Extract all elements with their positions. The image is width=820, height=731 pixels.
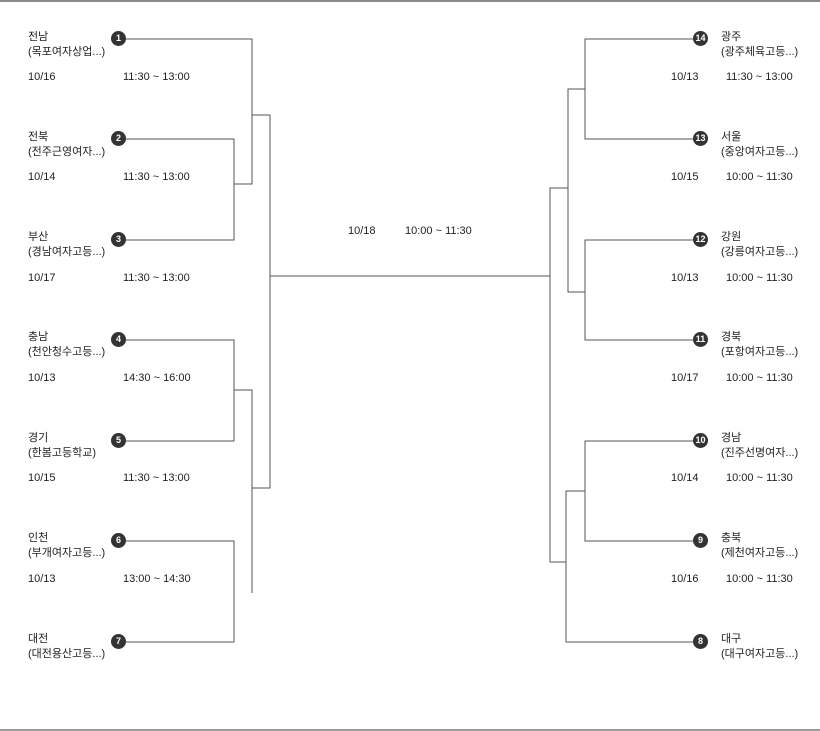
team-school: (전주근영여자...) (28, 146, 106, 158)
bottom-border (0, 729, 820, 731)
team-region: 경남 (721, 432, 742, 444)
match-time: 11:30 ~ 13:00 (123, 171, 190, 183)
seed-badge: 6 (111, 533, 126, 548)
team-entry: 대구 (대구여자고등...) (721, 632, 798, 662)
seed-badge: 10 (693, 433, 708, 448)
bracket-line (584, 38, 693, 140)
bracket-line (126, 339, 235, 442)
bracket-line (252, 114, 271, 489)
team-region: 충북 (721, 532, 742, 544)
team-entry: 전북 (전주근영여자...) (28, 130, 105, 160)
match-date: 10/17 (28, 272, 56, 284)
match-date: 10/14 (671, 472, 699, 484)
seed-badge: 2 (111, 131, 126, 146)
seed-badge: 8 (693, 634, 708, 649)
seed-badge: 3 (111, 232, 126, 247)
final-date: 10/18 (348, 225, 376, 237)
match-time: 11:30 ~ 13:00 (123, 272, 190, 284)
match-date: 10/17 (671, 372, 699, 384)
team-region: 전남 (28, 31, 49, 43)
team-school: (대전용산고등...) (28, 648, 106, 660)
match-date: 10/13 (28, 372, 56, 384)
team-entry: 인천 (부개여자고등...) (28, 531, 105, 561)
match-time: 11:30 ~ 13:00 (123, 472, 190, 484)
team-school: (천안청수고등...) (28, 346, 106, 358)
team-region: 강원 (721, 231, 742, 243)
bracket-line (584, 440, 693, 542)
team-entry: 서울 (중앙여자고등...) (721, 130, 798, 160)
team-region: 광주 (721, 31, 742, 43)
team-entry: 강원 (강릉여자고등...) (721, 230, 798, 260)
match-date: 10/15 (671, 171, 699, 183)
team-region: 경기 (28, 432, 49, 444)
bracket-line (567, 88, 585, 293)
bracket-line (234, 389, 253, 593)
match-time: 14:30 ~ 16:00 (123, 372, 191, 384)
team-region: 서울 (721, 131, 742, 143)
match-date: 10/13 (671, 272, 699, 284)
team-school: (진주선명여자...) (721, 447, 799, 459)
match-time: 11:30 ~ 13:00 (726, 71, 793, 83)
team-entry: 충북 (제천여자고등...) (721, 531, 798, 561)
team-region: 전북 (28, 131, 49, 143)
bracket-line (126, 138, 235, 241)
team-entry: 충남 (천안청수고등...) (28, 330, 105, 360)
seed-badge: 13 (693, 131, 708, 146)
team-entry: 경북 (포항여자고등...) (721, 330, 798, 360)
team-school: (목포여자상업...) (28, 46, 106, 58)
team-entry: 경기 (한봄고등학교) (28, 431, 96, 461)
team-school: (포항여자고등...) (721, 346, 799, 358)
seed-badge: 12 (693, 232, 708, 247)
team-region: 충남 (28, 331, 49, 343)
seed-badge: 14 (693, 31, 708, 46)
team-entry: 광주 (광주체육고등...) (721, 30, 798, 60)
match-time: 10:00 ~ 11:30 (726, 171, 793, 183)
team-school: (경남여자고등...) (28, 246, 106, 258)
team-school: (제천여자고등...) (721, 547, 799, 559)
team-region: 대구 (721, 633, 742, 645)
match-date: 10/13 (28, 573, 56, 585)
team-school: (중앙여자고등...) (721, 146, 799, 158)
match-date: 10/13 (671, 71, 699, 83)
team-region: 대전 (28, 633, 49, 645)
match-time: 13:00 ~ 14:30 (123, 573, 191, 585)
team-entry: 전남 (목포여자상업...) (28, 30, 105, 60)
seed-badge: 4 (111, 332, 126, 347)
bracket-line (126, 540, 235, 643)
seed-badge: 9 (693, 533, 708, 548)
team-school: (대구여자고등...) (721, 648, 799, 660)
team-region: 부산 (28, 231, 49, 243)
match-time: 10:00 ~ 11:30 (726, 272, 793, 284)
match-date: 10/15 (28, 472, 56, 484)
match-date: 10/16 (671, 573, 699, 585)
team-entry: 대전 (대전용산고등...) (28, 632, 105, 662)
seed-badge: 5 (111, 433, 126, 448)
team-entry: 경남 (진주선명여자...) (721, 431, 798, 461)
final-time: 10:00 ~ 11:30 (405, 225, 472, 237)
team-school: (한봄고등학교) (28, 447, 97, 459)
match-date: 10/14 (28, 171, 56, 183)
bracket-line (126, 38, 253, 185)
team-school: (강릉여자고등...) (721, 246, 799, 258)
bracket-line (565, 490, 693, 643)
match-time: 10:00 ~ 11:30 (726, 372, 793, 384)
seed-badge: 7 (111, 634, 126, 649)
team-school: (부개여자고등...) (28, 547, 106, 559)
team-entry: 부산 (경남여자고등...) (28, 230, 105, 260)
bracket-line (549, 187, 568, 563)
match-time: 11:30 ~ 13:00 (123, 71, 190, 83)
seed-badge: 11 (693, 332, 708, 347)
match-time: 10:00 ~ 11:30 (726, 472, 793, 484)
team-region: 인천 (28, 532, 49, 544)
bracket-line (584, 239, 693, 341)
match-time: 10:00 ~ 11:30 (726, 573, 793, 585)
match-date: 10/16 (28, 71, 56, 83)
top-border (0, 0, 820, 2)
team-school: (광주체육고등...) (721, 46, 799, 58)
team-region: 경북 (721, 331, 742, 343)
seed-badge: 1 (111, 31, 126, 46)
